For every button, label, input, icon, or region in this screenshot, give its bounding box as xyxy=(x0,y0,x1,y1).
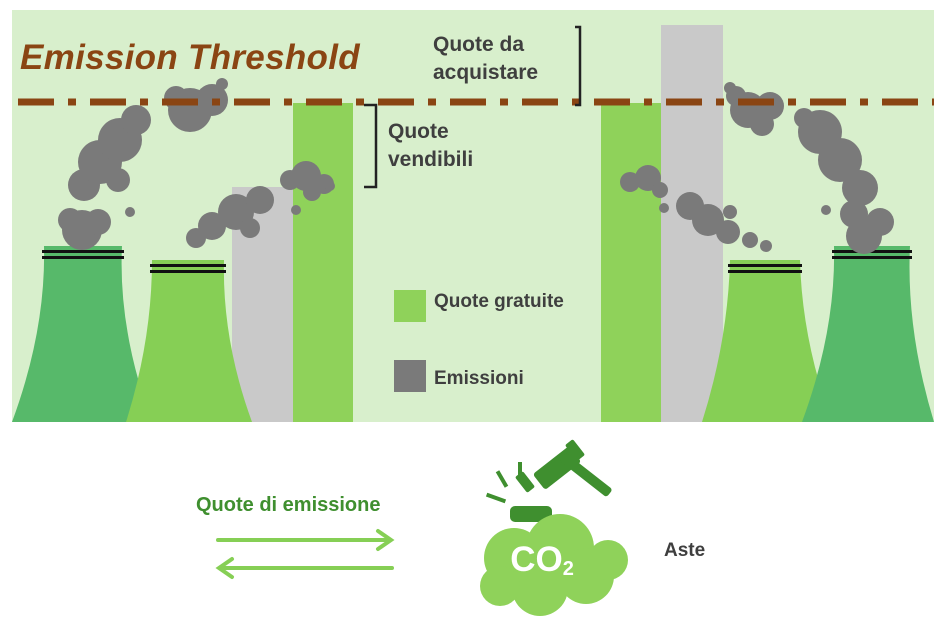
gavel-icon xyxy=(485,439,612,522)
arrow-right-icon xyxy=(216,529,395,551)
quote-vendibili-label: Quote vendibili xyxy=(388,118,473,174)
smoke-icon xyxy=(58,78,228,250)
legend-emissions-swatch xyxy=(394,360,426,392)
smoke-icon xyxy=(186,161,335,248)
arrow-left-icon xyxy=(215,557,394,579)
buy-bracket xyxy=(575,25,582,107)
sell-bracket xyxy=(364,103,378,189)
cooling-tower-icon xyxy=(12,246,152,422)
free-allowances-bar-left xyxy=(293,103,353,422)
legend-emissions-label: Emissioni xyxy=(434,368,524,389)
co2-main-text: CO xyxy=(510,540,563,579)
cooling-tower-icon xyxy=(126,260,252,422)
free-allowances-bar-right xyxy=(601,103,661,422)
smoke-icon xyxy=(620,165,772,252)
emission-threshold-label: Emission Threshold xyxy=(20,38,360,77)
sell-label-line-2: vendibili xyxy=(388,148,474,171)
quote-di-emissione-label: Quote di emissione xyxy=(196,494,381,516)
legend-free-swatch xyxy=(394,290,426,322)
co2-label: CO2 xyxy=(500,540,584,581)
aste-label: Aste xyxy=(664,540,706,561)
buy-label-line-2: acquistare xyxy=(433,61,539,84)
legend-free-allowances-label: Quote gratuite xyxy=(434,291,564,312)
sell-label-line-1: Quote xyxy=(388,120,449,143)
co2-subscript: 2 xyxy=(562,558,574,580)
quote-da-acquistare-label: Quote da acquistare xyxy=(433,31,538,87)
cooling-tower-icon xyxy=(702,260,832,422)
buy-label-line-1: Quote da xyxy=(433,33,525,56)
smoke-icon xyxy=(724,82,894,254)
co2-cloud-icon xyxy=(480,514,628,616)
